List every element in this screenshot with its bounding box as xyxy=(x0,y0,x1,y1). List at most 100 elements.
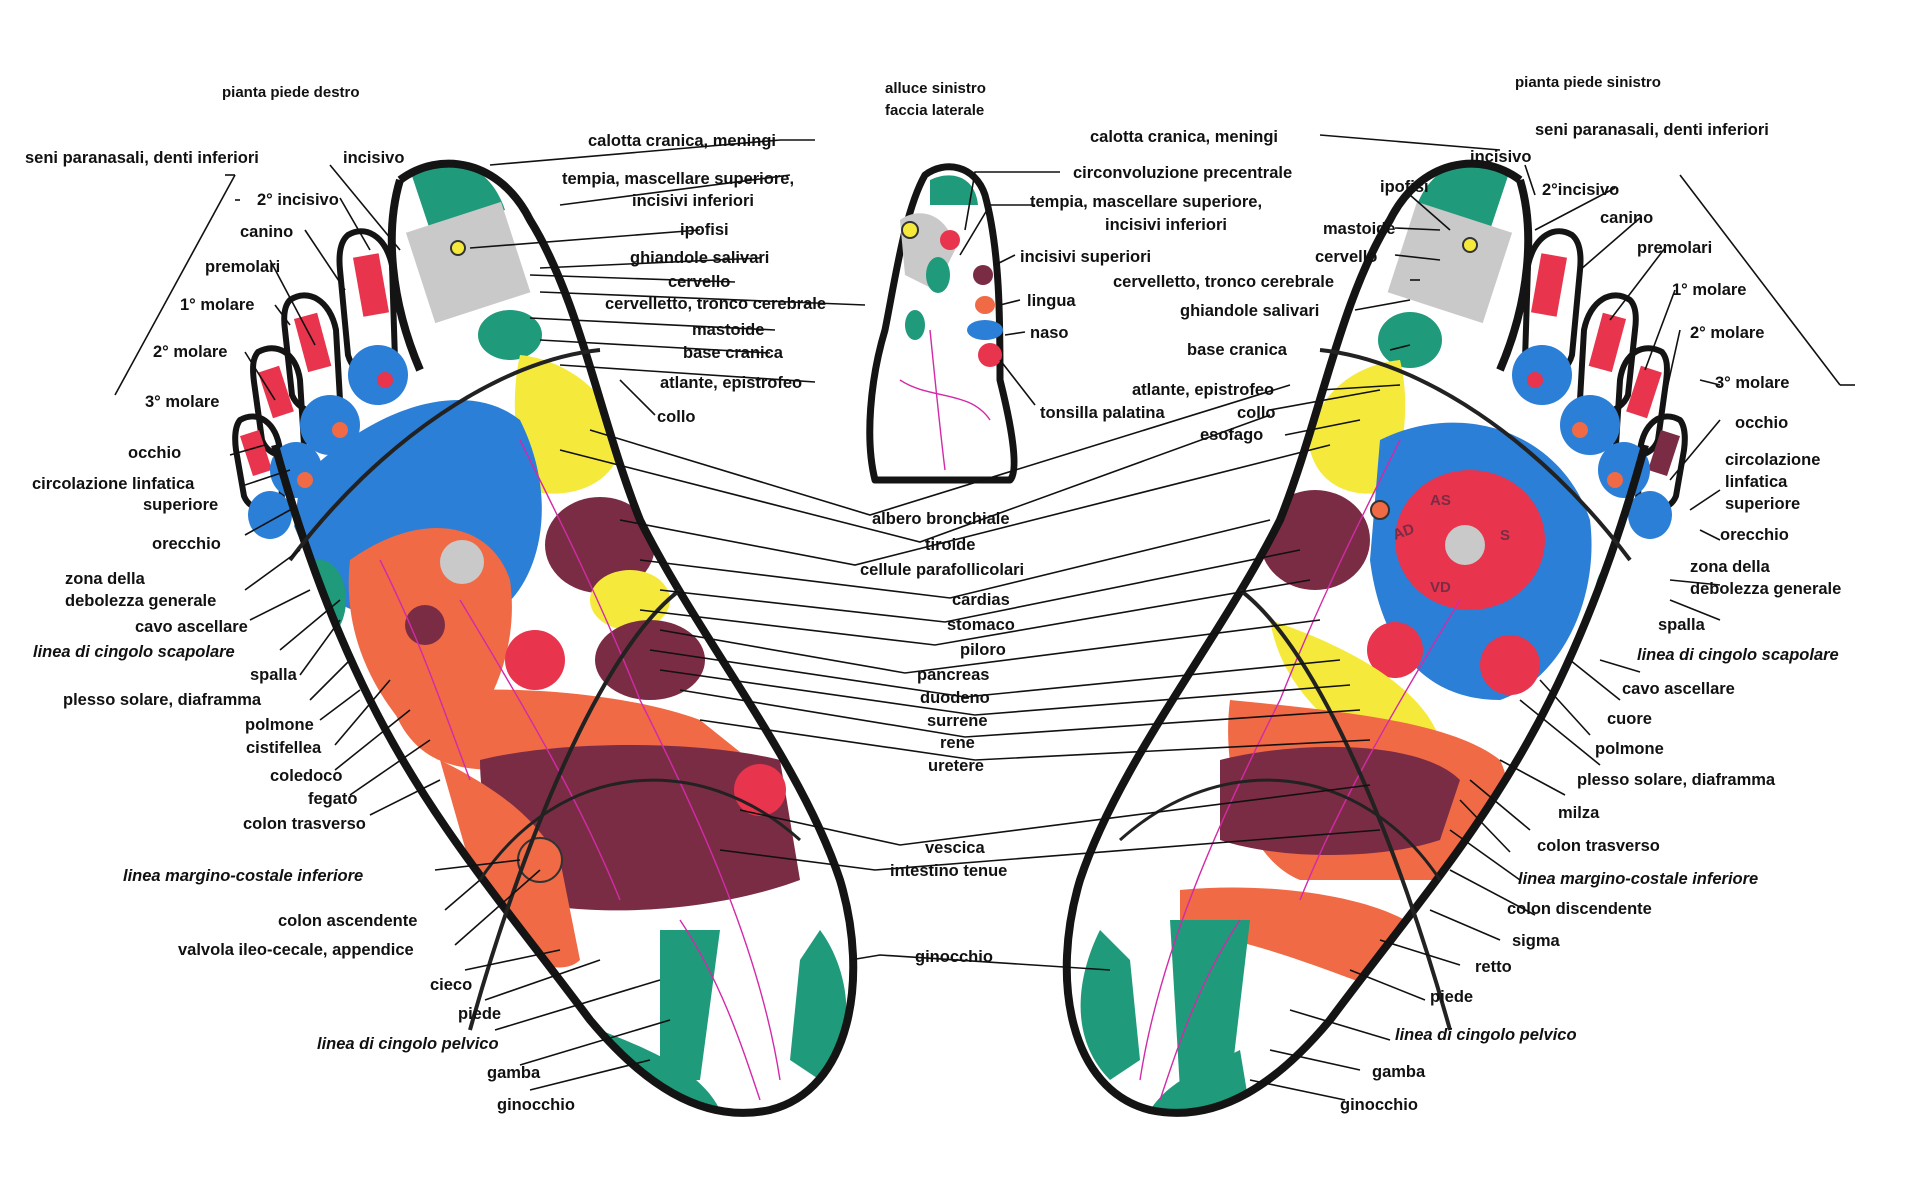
label-l-plesso: plesso solare, diaframma xyxy=(1577,771,1776,789)
label-l-mastoide: mastoide xyxy=(1323,220,1395,238)
label-coledoco: coledoco xyxy=(270,767,342,785)
label-surrene: surrene xyxy=(927,712,988,730)
label-piloro: piloro xyxy=(960,641,1006,659)
label-lingua: lingua xyxy=(1027,292,1076,310)
label-cavo: cavo ascellare xyxy=(135,618,248,636)
label-ghiandole: ghiandole salivari xyxy=(630,249,769,267)
label-tempia: tempia, mascellare superiore, xyxy=(562,170,794,188)
label-l-sigma: sigma xyxy=(1512,932,1561,950)
label-toe-tempia: tempia, mascellare superiore, xyxy=(1030,193,1262,211)
label-zona: zona della xyxy=(65,570,146,588)
label-canino: canino xyxy=(240,223,293,241)
label-l-spalla: spalla xyxy=(1658,616,1706,634)
right-small-toes xyxy=(232,228,408,539)
label-cieco: cieco xyxy=(430,976,472,994)
label-l-cuore: cuore xyxy=(1607,710,1652,728)
label-l-premolari: premolari xyxy=(1637,239,1712,257)
label-plesso: plesso solare, diaframma xyxy=(63,691,262,709)
label-piede: piede xyxy=(458,1005,501,1023)
label-circolazione: circolazione linfatica xyxy=(32,475,195,493)
label-colon-a: colon ascendente xyxy=(278,912,417,930)
label-naso: naso xyxy=(1030,324,1069,342)
label-l-zona: zona della xyxy=(1690,558,1771,576)
label-polmone: polmone xyxy=(245,716,314,734)
label-molare3: 3° molare xyxy=(145,393,219,411)
label-orecchio: orecchio xyxy=(152,535,221,553)
label-ginocchio: ginocchio xyxy=(497,1096,575,1114)
heart-letter-s: S xyxy=(1500,527,1510,544)
label-fegato: fegato xyxy=(308,790,358,808)
heart-letter-vd: VD xyxy=(1430,579,1451,596)
title-toe-line2: faccia laterale xyxy=(885,102,984,119)
label-l-incisivo: incisivo xyxy=(1470,148,1531,166)
label-l-cervelletto: cervelletto, tronco cerebrale xyxy=(1113,273,1334,291)
label-linea-marg: linea margino-costale inferiore xyxy=(123,867,363,885)
label-l-zona2: debolezza generale xyxy=(1690,580,1841,598)
label-circolazione2: superiore xyxy=(143,496,218,514)
label-albero: albero bronchiale xyxy=(872,510,1010,528)
label-tonsilla: tonsilla palatina xyxy=(1040,404,1166,422)
label-seni: seni paranasali, denti inferiori xyxy=(25,149,259,167)
label-ipofisi: ipofisi xyxy=(680,221,729,239)
left-small-toes xyxy=(1512,228,1688,539)
label-l-circolazione3: superiore xyxy=(1725,495,1800,513)
label-cellule: cellule parafollicolari xyxy=(860,561,1024,579)
label-occhio: occhio xyxy=(128,444,181,462)
label-l-molare3: 3° molare xyxy=(1715,374,1789,392)
label-l-cavo: cavo ascellare xyxy=(1622,680,1735,698)
label-molare1: 1° molare xyxy=(180,296,254,314)
label-l-milza: milza xyxy=(1558,804,1600,822)
label-linea-scap: linea di cingolo scapolare xyxy=(33,643,235,661)
label-l-linea-scap: linea di cingolo scapolare xyxy=(1637,646,1839,664)
label-l-circolazione: circolazione xyxy=(1725,451,1820,469)
label-linea-pelv: linea di cingolo pelvico xyxy=(317,1035,499,1053)
label-rene: rene xyxy=(940,734,975,752)
label-l-colon-d: colon discendente xyxy=(1507,900,1652,918)
label-l-ghiandole: ghiandole salivari xyxy=(1180,302,1319,320)
right-foot-sole xyxy=(232,159,858,1117)
label-pancreas: pancreas xyxy=(917,666,989,684)
heart-letter-ad: AD xyxy=(1391,520,1417,543)
label-mastoide: mastoide xyxy=(692,321,764,339)
label-l-esofago: esofago xyxy=(1200,426,1263,444)
label-atlante: atlante, epistrofeo xyxy=(660,374,802,392)
label-base: base cranica xyxy=(683,344,784,362)
label-l-canino: canino xyxy=(1600,209,1653,227)
label-l-cervello: cervello xyxy=(1315,248,1377,266)
label-l-gamba: gamba xyxy=(1372,1063,1426,1081)
label-calotta: calotta cranica, meningi xyxy=(588,132,776,150)
label-l-seni: seni paranasali, denti inferiori xyxy=(1535,121,1769,139)
title-toe-line1: alluce sinistro xyxy=(885,80,986,97)
label-l-linea-pelv: linea di cingolo pelvico xyxy=(1395,1026,1577,1044)
label-l-molare1: 1° molare xyxy=(1672,281,1746,299)
left-foot-labels: calotta cranica, meningi seni paranasali… xyxy=(1090,121,1841,1114)
label-intestino: intestino tenue xyxy=(890,862,1007,880)
leader-lines xyxy=(114,134,1855,1101)
label-l-retto: retto xyxy=(1475,958,1512,976)
label-tiroide: tiroide xyxy=(925,536,975,554)
label-l-circolazione2: linfatica xyxy=(1725,473,1788,491)
label-incisivo2: 2° incisivo xyxy=(257,191,339,209)
title-left-foot: pianta piede sinistro xyxy=(1515,74,1661,91)
label-molare2: 2° molare xyxy=(153,343,227,361)
label-l-ipofisi: ipofisi xyxy=(1380,178,1429,196)
title-right-foot: pianta piede destro xyxy=(222,84,360,101)
label-circonv: circonvoluzione precentrale xyxy=(1073,164,1292,182)
label-l-piede: piede xyxy=(1430,988,1473,1006)
label-zona2: debolezza generale xyxy=(65,592,216,610)
label-colon-t: colon trasverso xyxy=(243,815,366,833)
label-incisivi-sup: incisivi superiori xyxy=(1020,248,1151,266)
center-labels: albero bronchiale tiroide cellule parafo… xyxy=(860,510,1024,966)
label-cistifellea: cistifellea xyxy=(246,739,322,757)
label-toe-tempia2: incisivi inferiori xyxy=(1105,216,1227,234)
label-premolari: premolari xyxy=(205,258,280,276)
label-spalla: spalla xyxy=(250,666,298,684)
label-valvola: valvola ileo-cecale, appendice xyxy=(178,941,414,959)
label-l-orecchio: orecchio xyxy=(1720,526,1789,544)
label-incisivo: incisivo xyxy=(343,149,404,167)
label-l-polmone: polmone xyxy=(1595,740,1664,758)
label-l-colon-t: colon trasverso xyxy=(1537,837,1660,855)
label-l-atlante: atlante, epistrofeo xyxy=(1132,381,1274,399)
label-center-ginocchio: ginocchio xyxy=(915,948,993,966)
label-gamba: gamba xyxy=(487,1064,541,1082)
